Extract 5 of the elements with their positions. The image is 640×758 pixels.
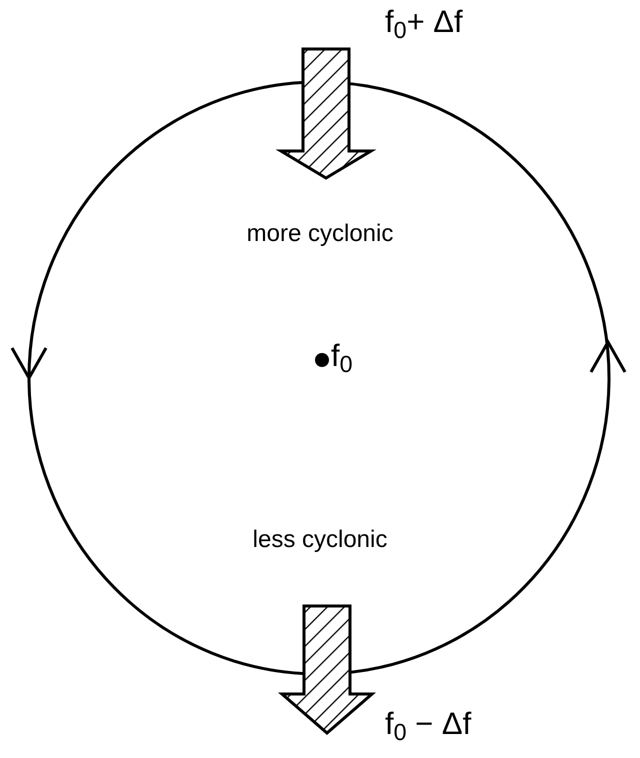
diagram-label: more cyclonic [246,222,394,246]
diagram-label: f$_{0}$+ Δf [385,6,463,37]
diagram-label: f$_{0}$ − Δf [385,708,472,739]
diagram-label: f$_{0}$ [331,340,353,371]
diagram-label: less cyclonic [252,528,388,552]
